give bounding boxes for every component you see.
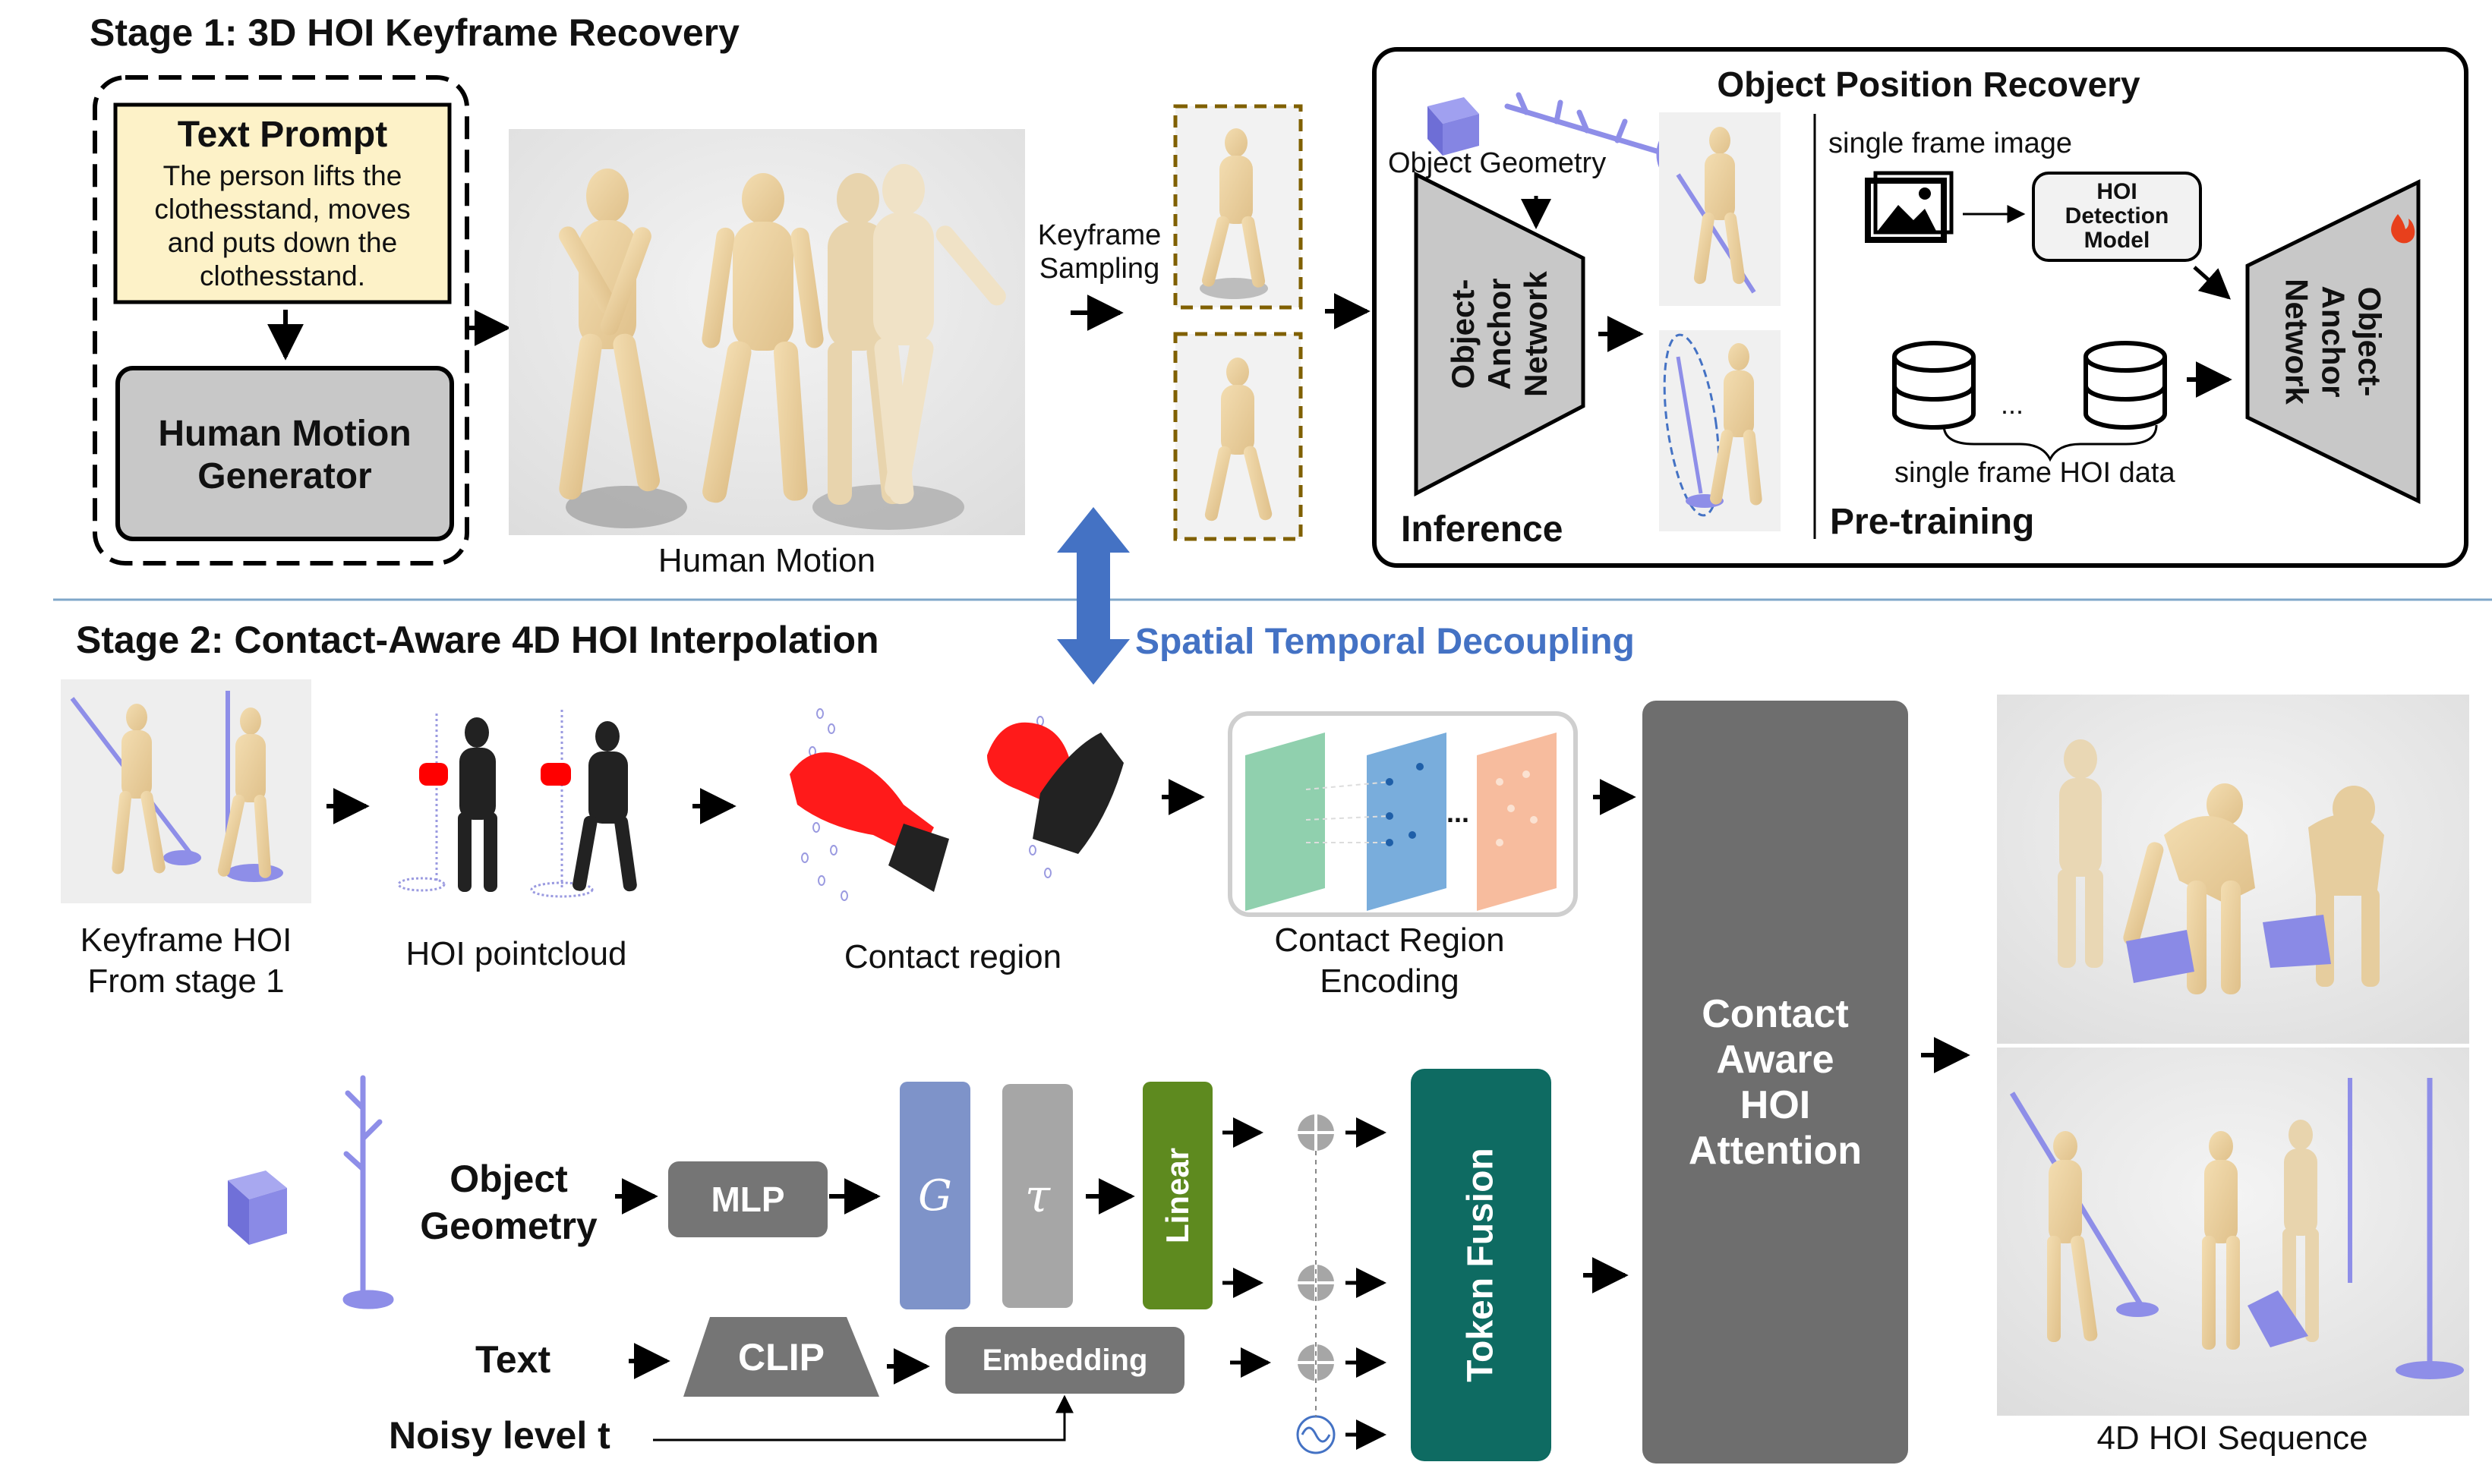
- text-input-label: Text: [475, 1338, 551, 1381]
- text-prompt-title: Text Prompt: [177, 115, 388, 155]
- contact-region-caption: Contact region: [844, 938, 1062, 975]
- linear-label: Linear: [1159, 1147, 1196, 1244]
- human-motion-generator-box: [115, 366, 454, 541]
- sampled-keyframe-2: [1173, 332, 1303, 541]
- contact-region-image: [790, 708, 1124, 901]
- hoi-pointcloud-image: [397, 710, 637, 898]
- object-position-recovery-title: Object Position Recovery: [1717, 65, 2140, 104]
- object-anchor-network-inference: [1414, 171, 1585, 497]
- inference-output-frame: [1659, 330, 1781, 531]
- pretraining-network-text: Object-Anchor Network: [2279, 279, 2388, 405]
- keyframe-hoi-image: [61, 679, 311, 903]
- database-ellipsis: ...: [2001, 389, 2024, 420]
- noisy-level-label: Noisy level t: [389, 1414, 610, 1457]
- linear-block: Linear: [1143, 1082, 1213, 1309]
- database-icon: [1892, 341, 1976, 430]
- single-frame-hoi-data-label: single frame HOI data: [1894, 457, 2175, 489]
- tau-token-block: τ: [1002, 1084, 1073, 1308]
- decoupling-double-arrow: [1057, 507, 1130, 685]
- contact-region-encoding-caption: Contact Region Encoding: [1274, 922, 1505, 1000]
- token-fusion-label: Token Fusion: [1461, 1148, 1501, 1382]
- text-prompt-body: The person lifts the clothesstand, moves…: [154, 160, 411, 291]
- object-geometry-label: Object Geometry: [1388, 147, 1607, 179]
- database-icon: [2084, 341, 2167, 430]
- sampled-keyframe-1: [1173, 104, 1303, 310]
- hoi-pointcloud-caption: HOI pointcloud: [405, 935, 627, 972]
- spatial-temporal-decoupling-label: Spatial Temporal Decoupling: [1135, 622, 1635, 662]
- clip-encoder-shape: [683, 1317, 879, 1397]
- noise-to-embedding-arrow: [653, 1394, 1074, 1441]
- pretraining-network-label: Object-Anchor Network: [2248, 235, 2418, 448]
- pretraining-label: Pre-training: [1830, 502, 2035, 542]
- inference-network-text: Object-Anchor Network: [1445, 271, 1554, 397]
- detection-to-network-arrow: [2193, 266, 2231, 300]
- human-motion-image: [509, 129, 1025, 535]
- keyframe-hoi-caption: Keyframe HOI From stage 1: [80, 922, 292, 1000]
- hoi-detection-model-label: HOI Detection Model: [2065, 179, 2169, 253]
- keyframe-sampling-label: Keyframe Sampling: [1037, 219, 1162, 285]
- object-geometry-input-label: Object Geometry: [420, 1158, 598, 1247]
- text-prompt-box: [113, 102, 452, 304]
- contact-region-encoding-panel: [1228, 711, 1578, 917]
- output-sequence-image-top: [1997, 695, 2469, 1044]
- text-to-motion-dashed-frame: [93, 75, 469, 566]
- add-node-icon: [1298, 1114, 1334, 1151]
- stage1-title: Stage 1: 3D HOI Keyframe Recovery: [90, 11, 740, 54]
- output-sequence-caption: 4D HOI Sequence: [2096, 1419, 2368, 1457]
- hoi-detection-model-box: [2032, 172, 2202, 262]
- stage2-title: Stage 2: Contact-Aware 4D HOI Interpolat…: [76, 619, 879, 661]
- single-frame-image-label: single frame image: [1828, 128, 2073, 159]
- human-motion-generator-label: Human Motion Generator: [158, 414, 412, 496]
- cube-object-image: [228, 1171, 287, 1245]
- clothesstand-object-image: [342, 1075, 394, 1309]
- contact-aware-hoi-attention-block: Contact Aware HOI Attention: [1642, 701, 1908, 1464]
- token-fusion-block: Token Fusion: [1411, 1069, 1551, 1461]
- positional-encoding-sine-icon: [1296, 1415, 1336, 1454]
- inference-label: Inference: [1401, 509, 1563, 550]
- single-frame-image-icon: [1865, 171, 1954, 243]
- mlp-block: MLP: [668, 1161, 828, 1237]
- human-motion-caption: Human Motion: [658, 542, 876, 579]
- object-anchor-network-pretraining: [2245, 178, 2421, 505]
- attention-label: Contact Aware HOI Attention: [1688, 991, 1863, 1173]
- inference-network-label: Object-Anchor Network: [1416, 228, 1583, 440]
- cube-object-icon: [1427, 97, 1479, 156]
- fire-trainable-icon: [2391, 214, 2415, 244]
- database-brace: [1942, 424, 2158, 462]
- g-token-block: G: [900, 1082, 970, 1309]
- output-sequence-image-bottom: [1997, 1048, 2469, 1416]
- inference-input-frame: [1659, 112, 1781, 306]
- encoding-ellipsis: ...: [1446, 797, 1470, 828]
- clip-label: CLIP: [738, 1336, 825, 1378]
- embedding-block: Embedding: [945, 1327, 1184, 1394]
